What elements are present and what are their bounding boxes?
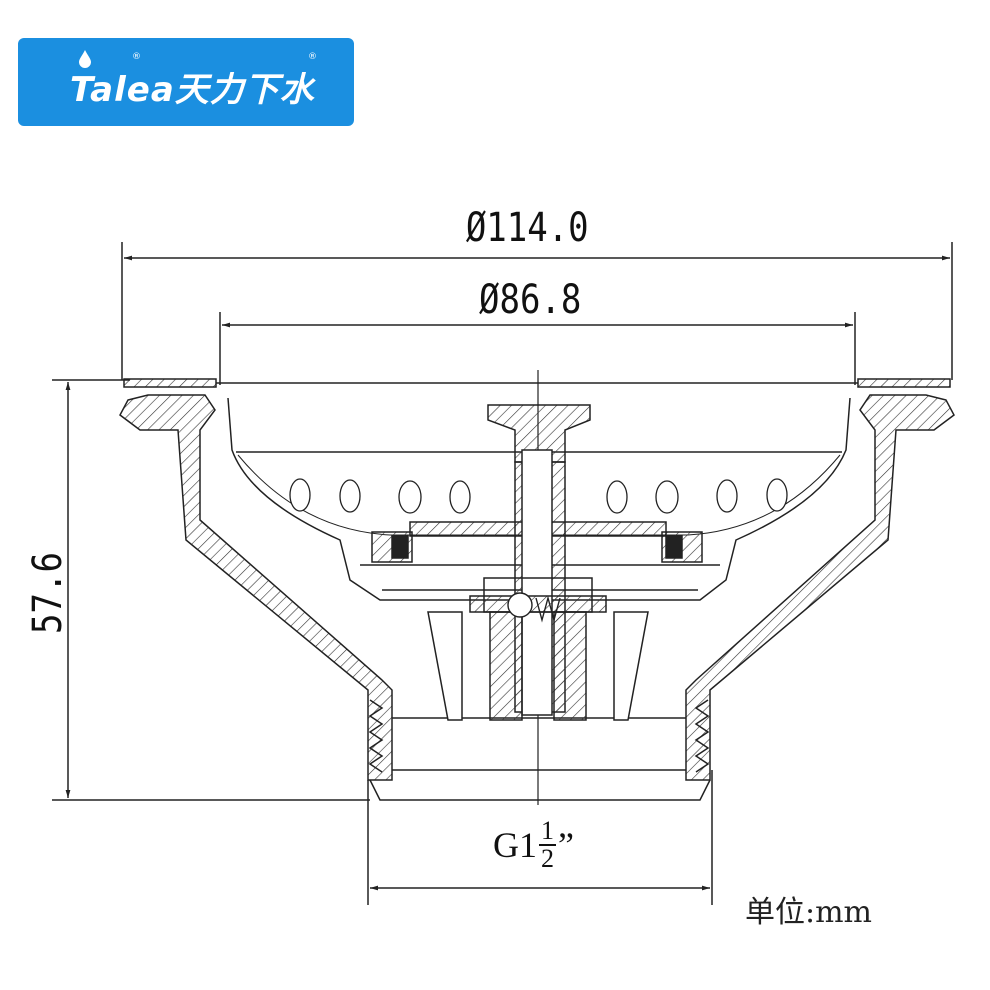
thread-prefix: G1 — [493, 825, 537, 865]
inner-diameter-label: Ø86.8 — [479, 277, 582, 323]
body-wall-left — [119, 394, 393, 781]
thread-left — [368, 699, 384, 773]
registered-mark-2: ® — [308, 52, 317, 62]
logo-brand-latin: Talea — [70, 70, 175, 110]
unit-label: 单位:mm — [745, 895, 873, 930]
thread-numerator: 1 — [539, 816, 556, 846]
outlet — [369, 717, 711, 801]
registered-mark: ® — [132, 52, 141, 62]
thread-denominator: 2 — [541, 844, 554, 873]
top-flange — [123, 378, 951, 388]
thread-right — [694, 699, 710, 773]
outer-diameter-label: Ø114.0 — [465, 205, 589, 251]
logo-text: Talea天力下水 — [70, 62, 315, 111]
dimension-inner-diameter — [219, 312, 856, 385]
logo-brand-chinese: 天力下水 — [174, 70, 315, 110]
brand-logo: Talea天力下水 ® ® — [18, 38, 354, 126]
dimension-thread — [367, 770, 713, 905]
spring-ball — [507, 592, 561, 623]
basket-slots — [289, 478, 788, 514]
thread-suffix: ” — [558, 825, 574, 865]
dimension-outer-diameter — [121, 242, 953, 380]
body-wall-right — [685, 394, 955, 781]
height-label: 57.6 — [25, 552, 72, 634]
water-drop-icon — [79, 50, 91, 68]
seal-rings — [371, 531, 703, 563]
dimension-height — [52, 379, 370, 801]
